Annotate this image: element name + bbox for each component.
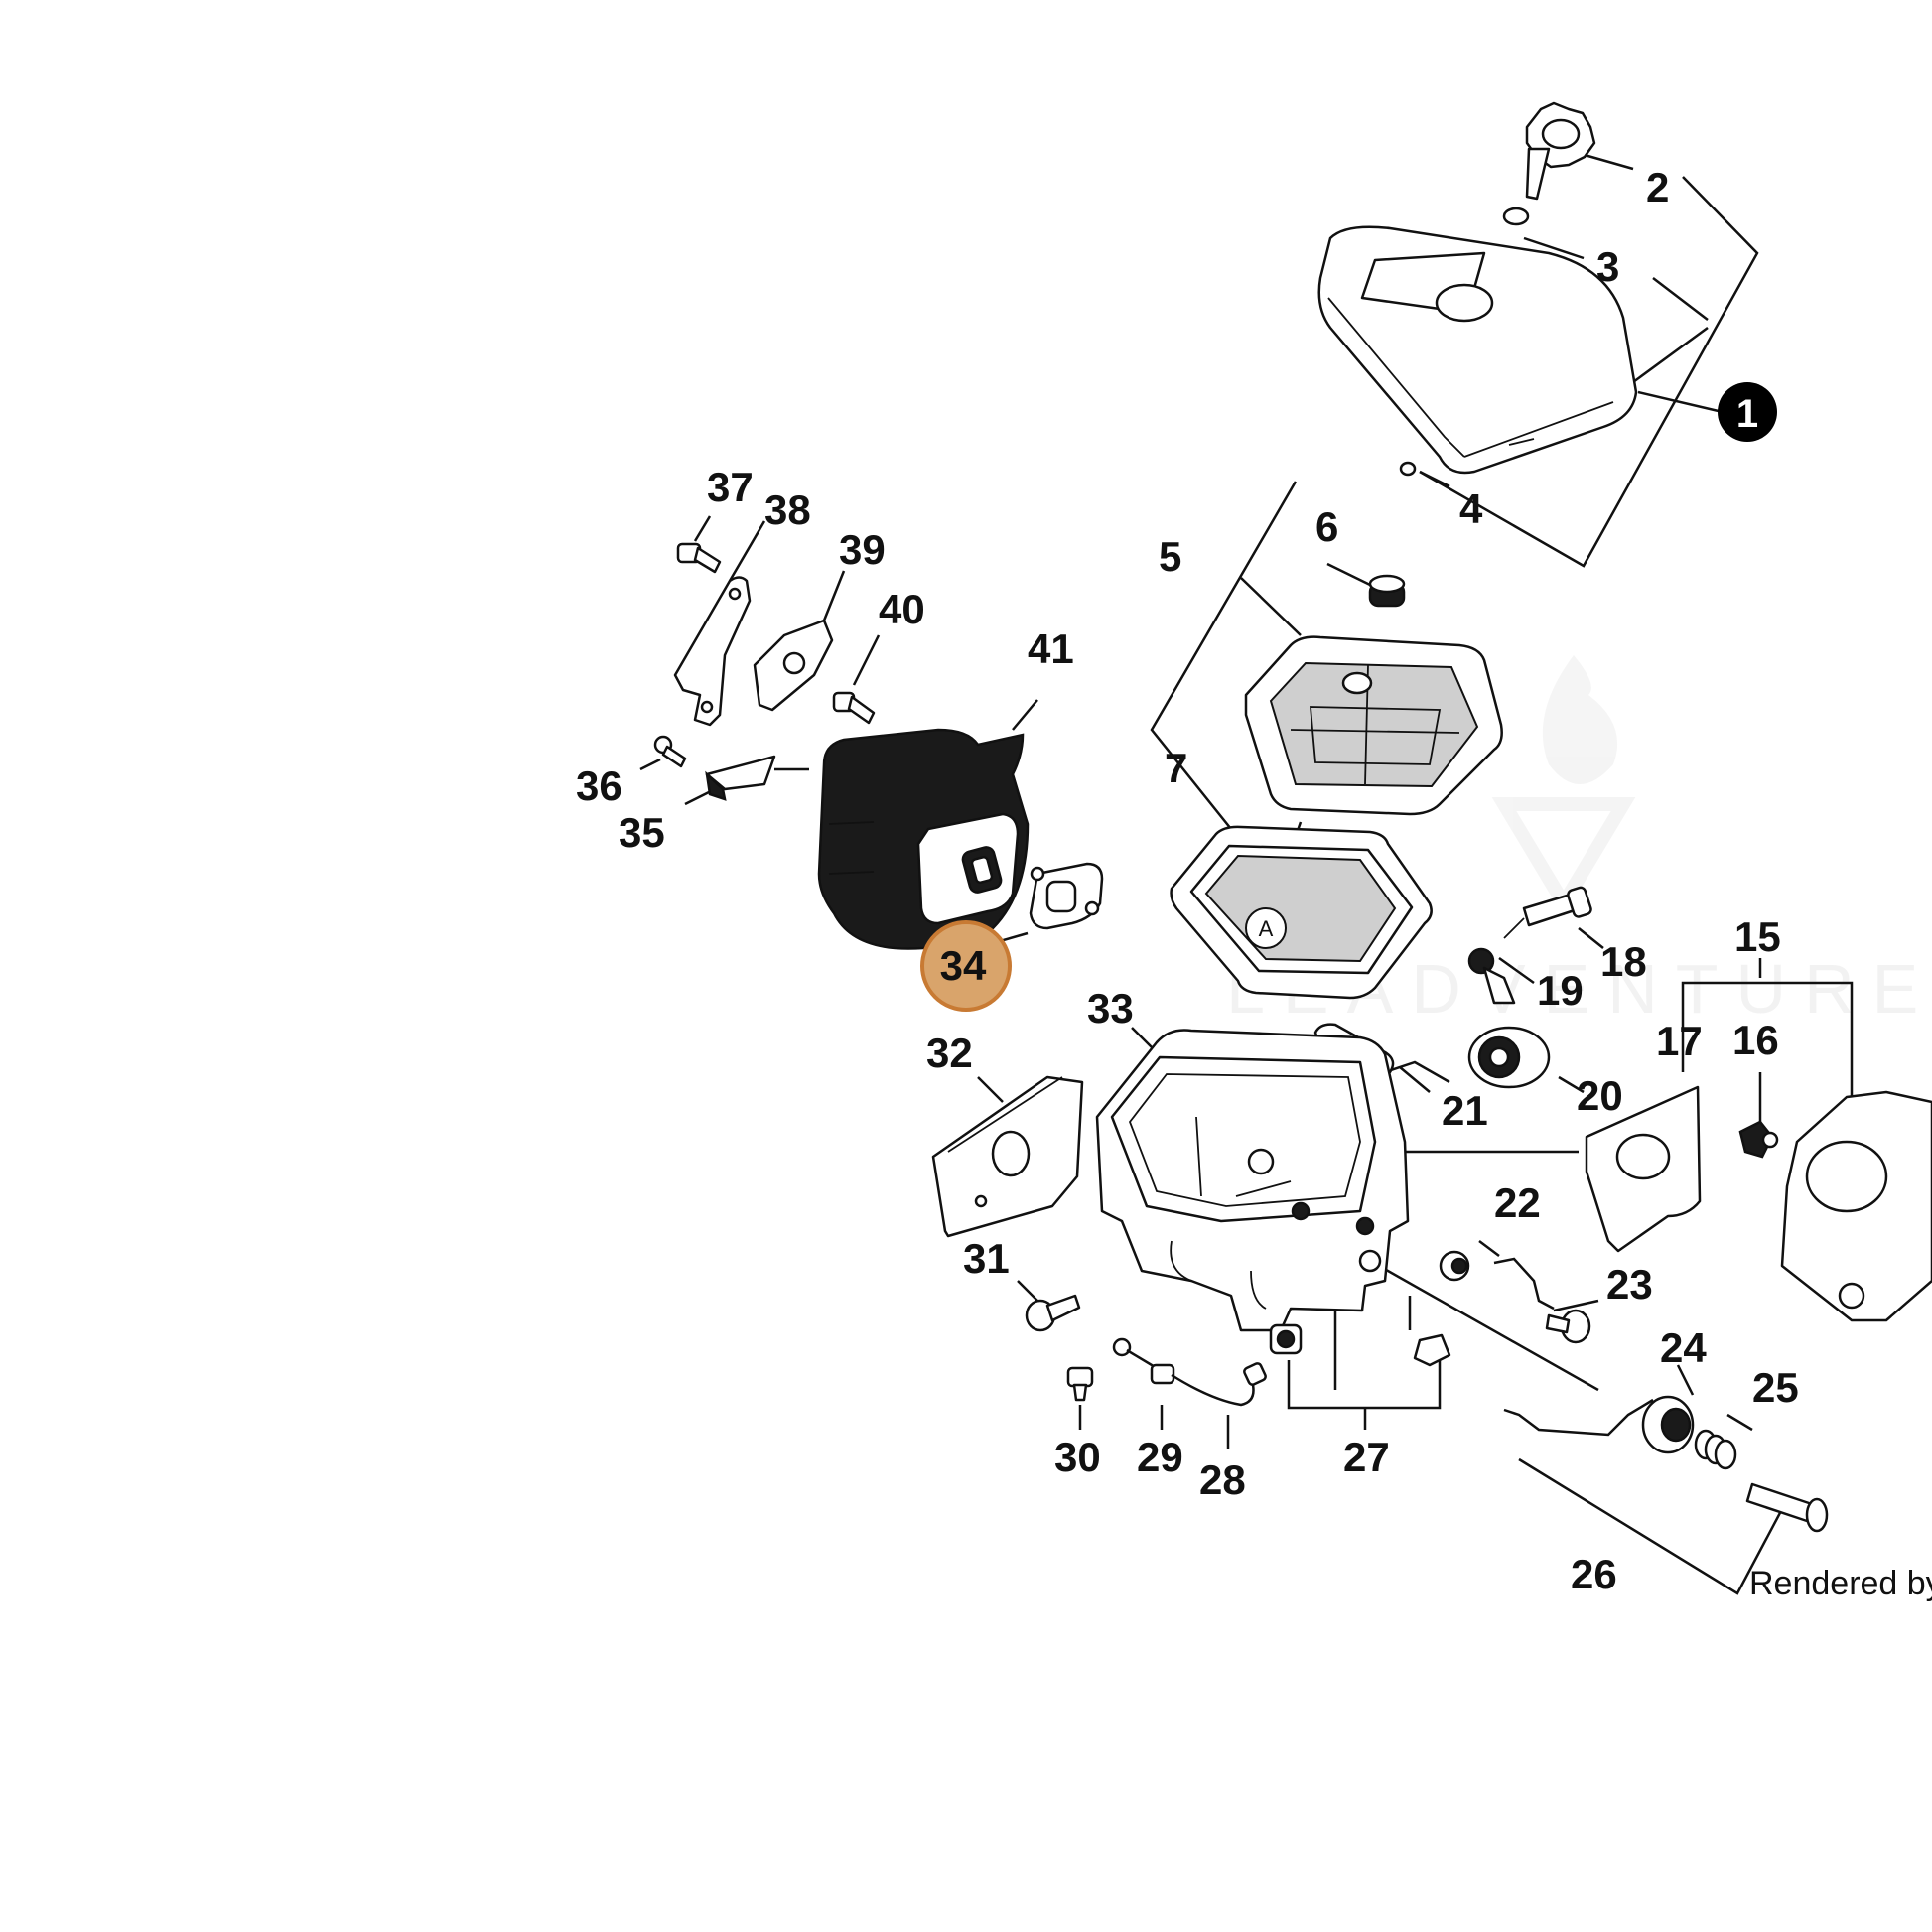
part-4-pin [1399, 461, 1417, 477]
callout-2: 2 [1646, 164, 1669, 210]
callout-4: 4 [1459, 485, 1483, 532]
callout-22: 22 [1494, 1179, 1541, 1226]
part-26-rod [1503, 1398, 1829, 1533]
part-33-housing-box [1095, 1029, 1410, 1332]
part-2-knob [1525, 101, 1596, 201]
part-24-knob [1641, 1395, 1695, 1454]
part-16-nut [1738, 1120, 1779, 1159]
part-18-screw [1503, 886, 1592, 939]
part-38-bracket [673, 576, 752, 727]
part-37-bolt [676, 542, 722, 574]
callout-34: 34 [940, 942, 987, 989]
part-30-screw [1066, 1366, 1094, 1402]
callout-28: 28 [1199, 1456, 1246, 1503]
part-41-muffler [817, 728, 1030, 950]
part-28-29-wire [1112, 1337, 1267, 1407]
detail-marker-a: A [1245, 907, 1287, 949]
callout-30: 30 [1054, 1434, 1101, 1480]
callout-41: 41 [1028, 625, 1074, 672]
callout-7: 7 [1165, 745, 1187, 791]
part-6-grommet [1368, 574, 1406, 608]
callout-27: 27 [1343, 1434, 1390, 1480]
part-15-housing [1780, 1090, 1932, 1322]
callout-6: 6 [1315, 503, 1338, 550]
callout-21: 21 [1442, 1087, 1488, 1134]
assembly-badge: 1 [1718, 382, 1777, 442]
callout-39: 39 [839, 526, 886, 573]
callout-37: 37 [707, 464, 754, 510]
part-7-gasket-frame [1170, 825, 1433, 1000]
callout-17: 17 [1656, 1018, 1703, 1064]
part-31-bolt [1025, 1294, 1081, 1332]
callout-16: 16 [1732, 1017, 1779, 1063]
part-19-clip [1467, 947, 1516, 1005]
leader-lines [639, 137, 1854, 1595]
callout-20: 20 [1577, 1072, 1623, 1119]
callout-32: 32 [926, 1030, 973, 1076]
callout-36: 36 [576, 762, 622, 809]
part-25-spring [1694, 1429, 1737, 1470]
part-40-bolt [832, 691, 876, 725]
part-5-air-filter [1244, 635, 1503, 816]
assembly-badge-label: 1 [1736, 392, 1758, 436]
callout-38: 38 [764, 486, 811, 533]
callout-19: 19 [1537, 967, 1584, 1014]
callout-23: 23 [1606, 1261, 1653, 1308]
credit-text: Rendered by L [1749, 1565, 1932, 1602]
callout-33: 33 [1087, 985, 1134, 1032]
highlighted-callout-34: 34 [920, 920, 1012, 1012]
callout-15: 15 [1734, 913, 1781, 960]
part-22-bushing [1439, 1250, 1470, 1282]
part-3-o-ring [1502, 207, 1530, 226]
callout-24: 24 [1660, 1324, 1707, 1371]
part-35-deflector [705, 755, 776, 801]
callout-25: 25 [1752, 1364, 1799, 1411]
part-39-plate [753, 619, 834, 712]
detail-marker-label: A [1259, 916, 1274, 941]
callout-40: 40 [879, 586, 925, 632]
part-23-choke-rod [1493, 1257, 1591, 1344]
callout-26: 26 [1571, 1551, 1617, 1597]
callout-labels: 2 3 4 5 6 7 15 16 17 18 19 20 21 22 23 2… [576, 164, 1799, 1597]
part-34-gasket [1029, 862, 1104, 930]
part-17-plate [1585, 1085, 1702, 1253]
part-36-pin [653, 735, 687, 768]
callout-18: 18 [1600, 938, 1647, 985]
part-1-top-cover [1317, 225, 1638, 475]
part-20-primer [1467, 1026, 1551, 1089]
part-32-cover-plate [931, 1075, 1084, 1238]
callout-35: 35 [619, 809, 665, 856]
callout-3: 3 [1596, 243, 1619, 290]
part-27-switch [1269, 1323, 1451, 1367]
callout-31: 31 [963, 1235, 1010, 1282]
callout-5: 5 [1159, 533, 1181, 580]
callout-29: 29 [1137, 1434, 1183, 1480]
